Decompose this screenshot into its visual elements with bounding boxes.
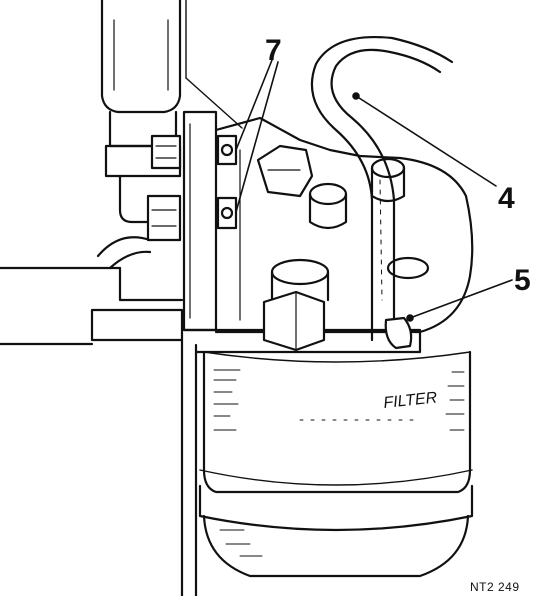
fuel-hose-lower	[96, 236, 152, 270]
figure-id: NT2 249	[470, 580, 520, 594]
leader-4-dot	[352, 92, 360, 100]
banjo-bolts	[146, 134, 182, 242]
callout-4: 4	[498, 182, 515, 215]
leader-5	[409, 279, 513, 319]
mounting-bracket	[182, 110, 422, 354]
leader-7b	[235, 61, 279, 213]
leader-7a	[235, 59, 273, 151]
fuel-hose-upper	[100, 0, 243, 224]
leader-4	[355, 95, 497, 187]
leader-lines	[235, 59, 513, 322]
leader-5-dot	[406, 314, 414, 322]
bracket-screws-7	[216, 134, 238, 230]
filter-head	[214, 116, 474, 352]
filter-bowl	[198, 350, 474, 578]
callout-7: 7	[265, 34, 282, 67]
fuel-pipe-4	[310, 36, 454, 350]
filter-label: FILTER	[383, 389, 439, 412]
background-frame	[0, 266, 198, 598]
callout-5: 5	[514, 264, 531, 297]
